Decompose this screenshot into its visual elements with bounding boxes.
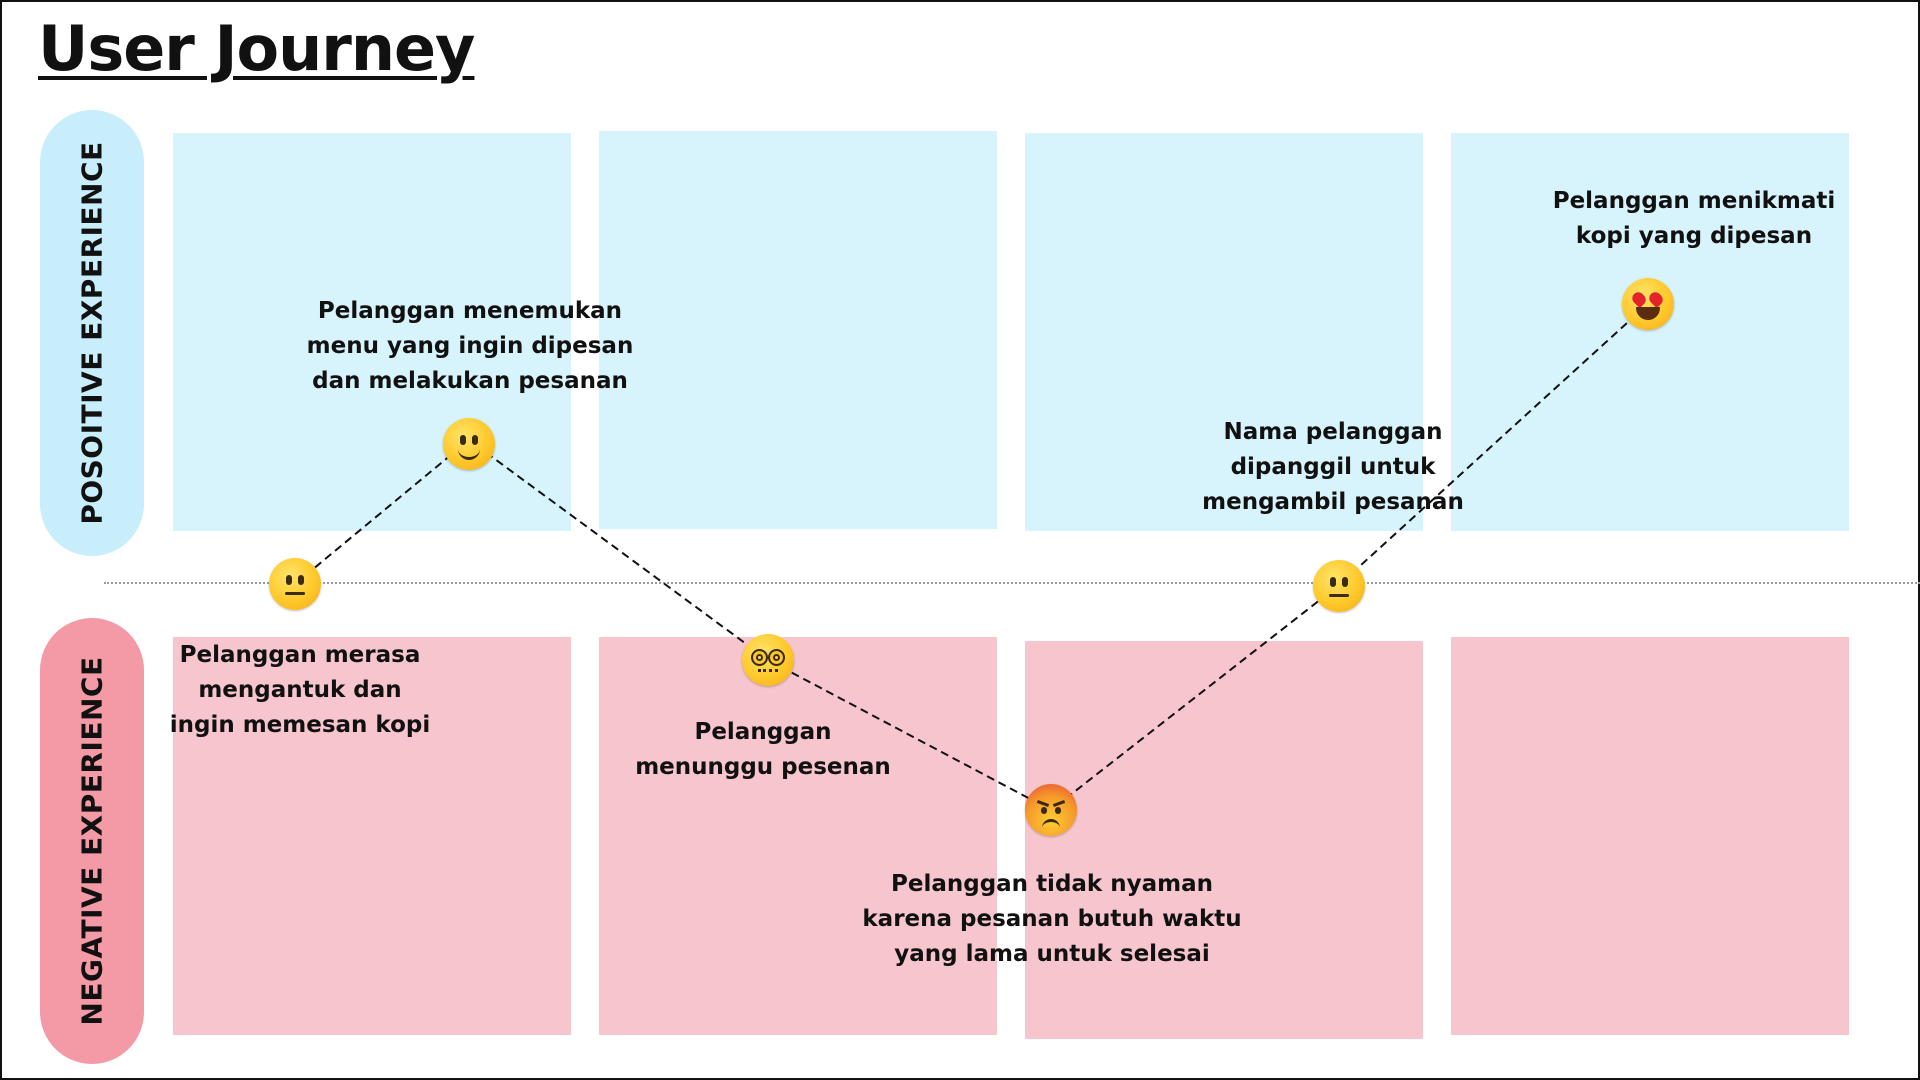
- negative-stage-box: [1451, 637, 1849, 1035]
- positive-stage-box: [1025, 133, 1423, 531]
- angry-face-icon: [1025, 784, 1077, 836]
- negative-stage-box: [599, 637, 997, 1035]
- negative-stage-box: [1025, 641, 1423, 1039]
- heart-eyes-face-icon: [1622, 278, 1674, 330]
- journey-path: [294, 302, 1650, 812]
- positive-stage-box: [1451, 133, 1849, 531]
- page-title: User Journey: [38, 12, 475, 85]
- dizzy-face-icon: [742, 634, 794, 686]
- negative-stage-box: [173, 637, 571, 1035]
- positive-lane-label: POSOITIVE EXPERIENCE: [40, 110, 144, 556]
- step-label-4: Pelanggan tidak nyaman karena pesanan bu…: [862, 871, 1242, 967]
- neutral-baseline: [104, 582, 1920, 584]
- positive-stage-box: [173, 133, 571, 531]
- neutral-face-icon: [269, 558, 321, 610]
- step-label-5: Nama pelanggan dipanggil untuk mengambil…: [1202, 419, 1464, 515]
- slightly-smiling-face-icon: [443, 418, 495, 470]
- positive-stage-box: [599, 131, 997, 529]
- step-label-6: Pelanggan menikmati kopi yang dipesan: [1552, 188, 1836, 249]
- step-label-1: Pelanggan merasa mengantuk dan ingin mem…: [169, 642, 431, 738]
- step-label-2: Pelanggan menemukan menu yang ingin dipe…: [306, 298, 634, 394]
- neutral-face-icon: [1313, 560, 1365, 612]
- step-label-3: Pelanggan menunggu pesenan: [635, 719, 891, 780]
- negative-lane-label: NEGATIVE EXPERIENCE: [40, 618, 144, 1064]
